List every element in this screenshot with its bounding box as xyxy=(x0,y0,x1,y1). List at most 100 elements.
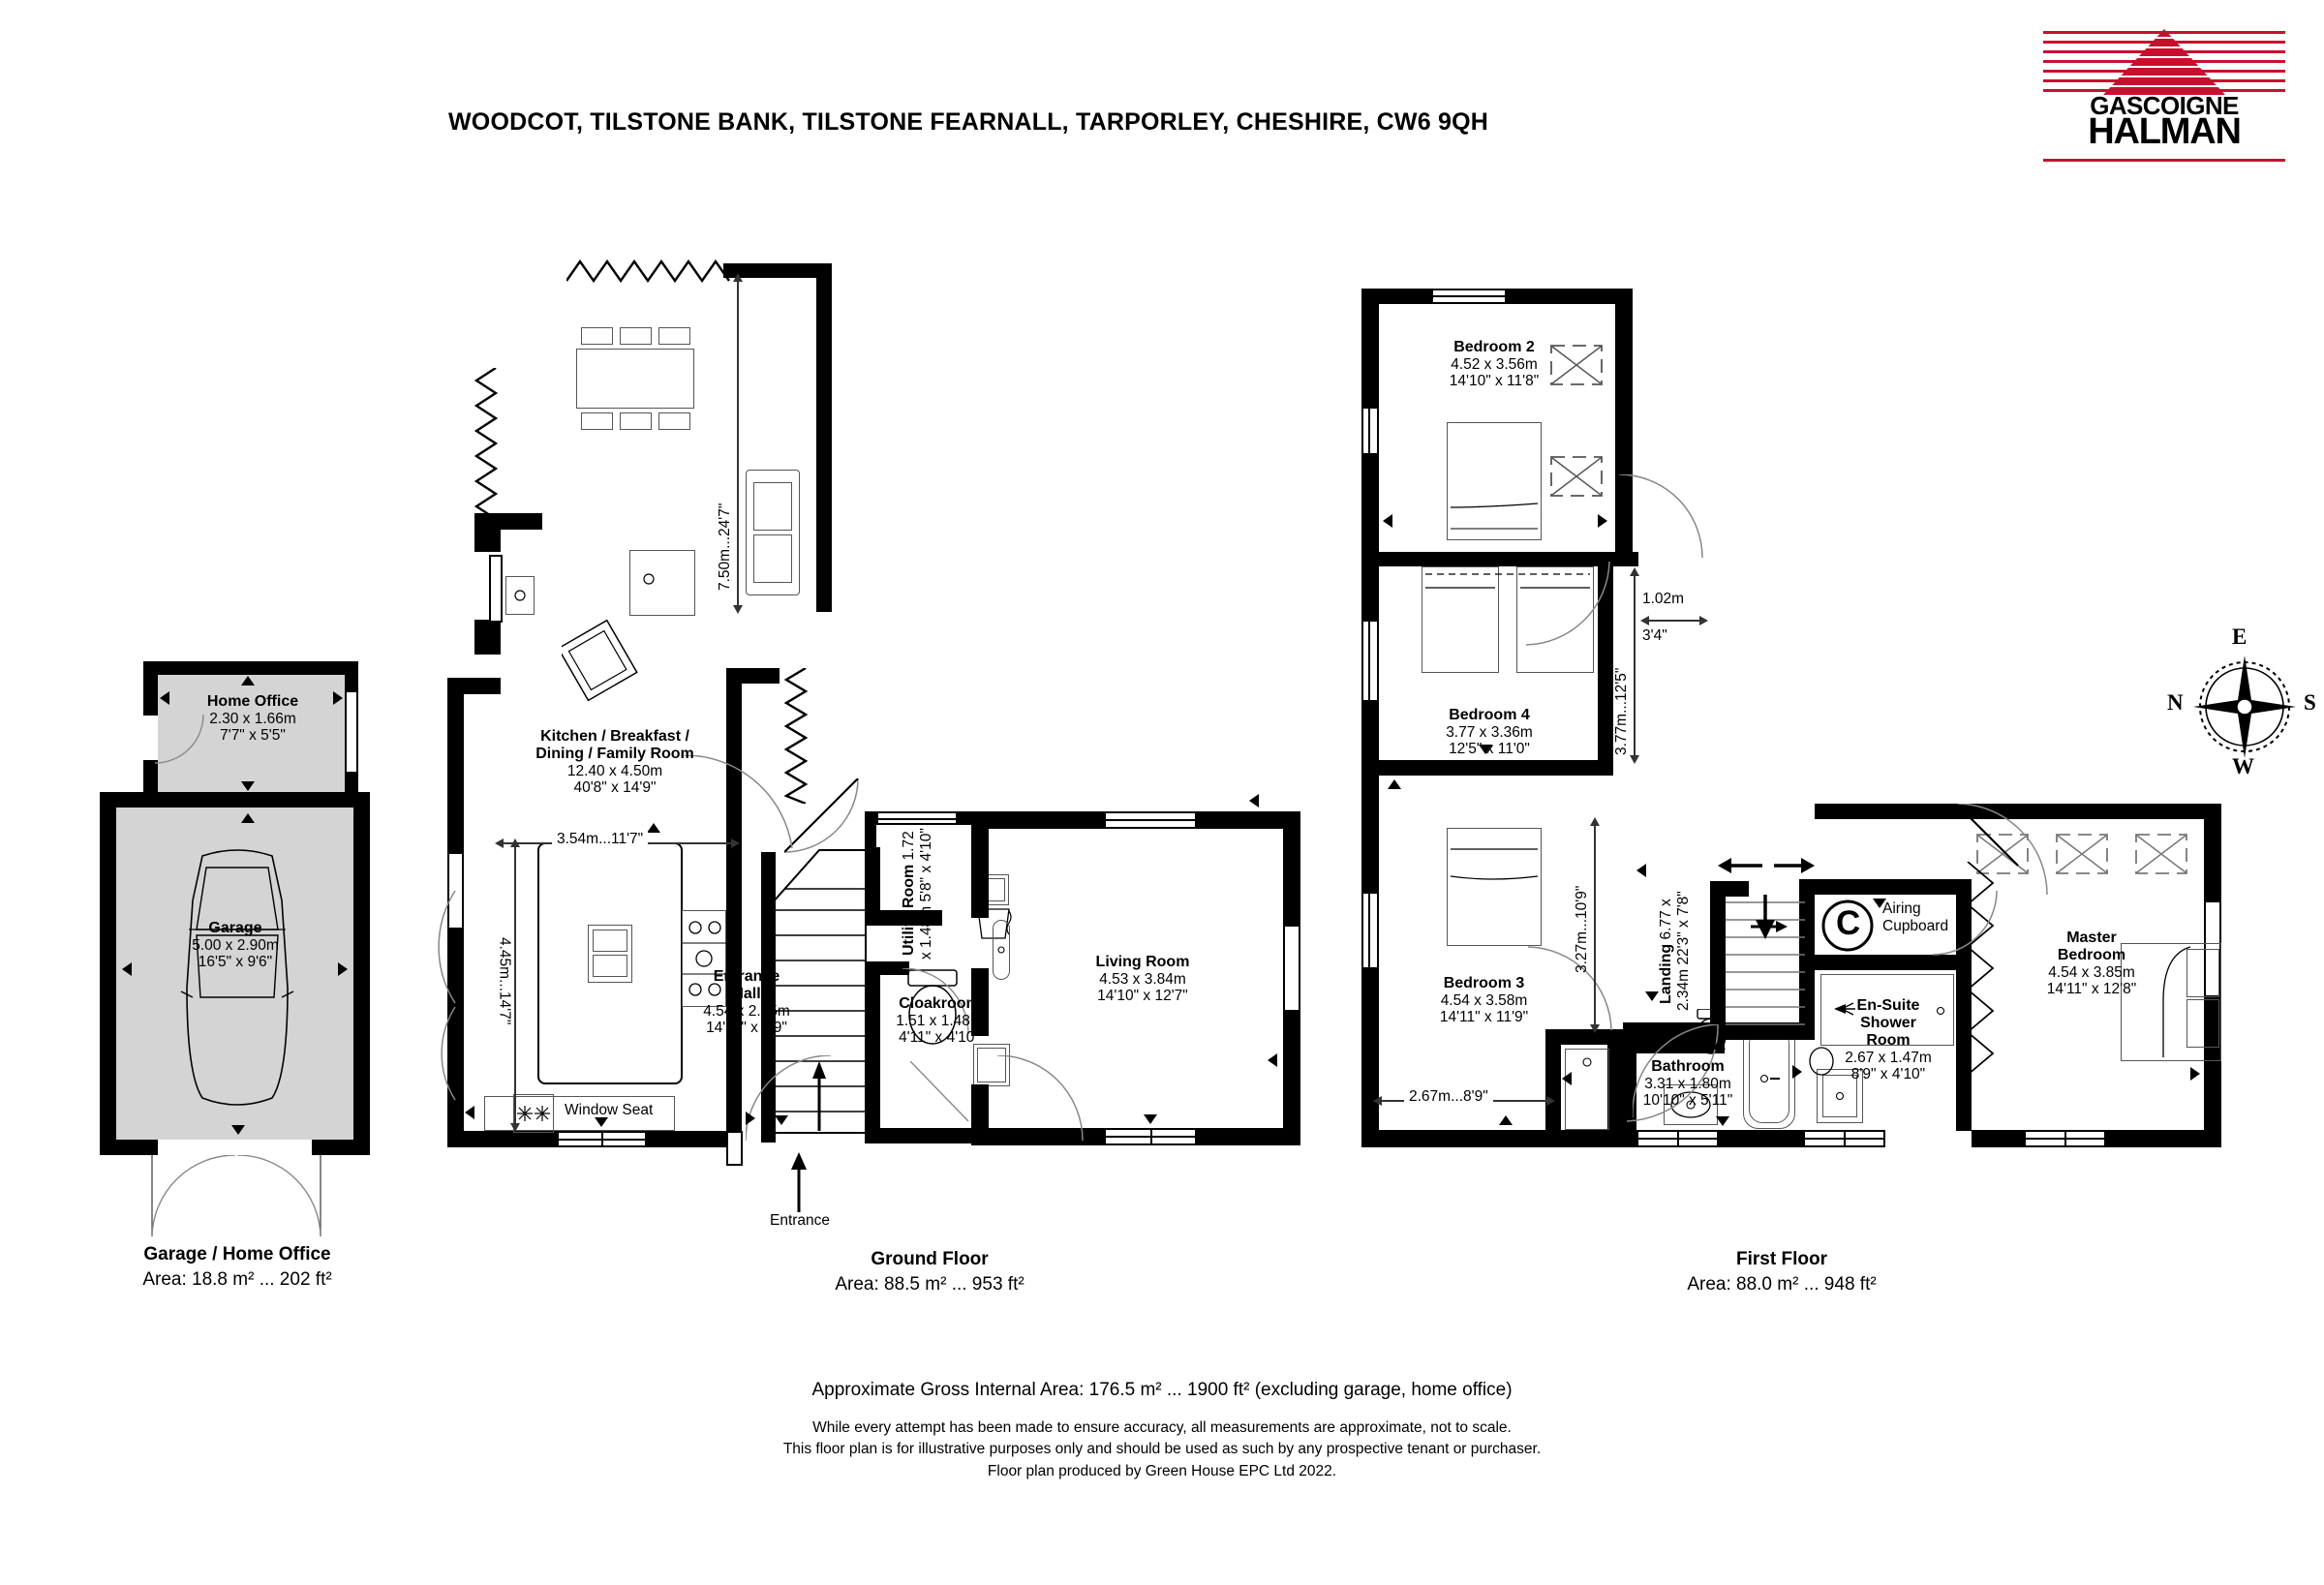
disclaimer-line-3: Floor plan produced by Green House EPC L… xyxy=(987,1462,1337,1479)
wall xyxy=(1815,804,2221,819)
room-imperial: 7'7" x 5'5" xyxy=(220,727,286,745)
sofa-cushion xyxy=(753,482,792,531)
room-label-master-bedroom: Master Bedroom 4.54 x 3.85m 14'11" x 12'… xyxy=(2004,930,2179,998)
room-name: Utility Room xyxy=(901,865,917,957)
bedroom4-bed xyxy=(1422,566,1499,673)
caption-area: Area: 18.8 m² ... 202 ft² xyxy=(142,1268,332,1290)
compass-rose: E N S W xyxy=(2167,625,2317,779)
room-label-bedroom4: Bedroom 4 3.77 x 3.36m 12'5" x 11'0" xyxy=(1402,707,1576,758)
opening-marker xyxy=(1645,991,1659,1001)
door-swing xyxy=(1633,1024,1719,1117)
door-swing xyxy=(1527,946,1612,1031)
wall xyxy=(1545,1130,1623,1147)
compass-label-top: E xyxy=(2232,625,2248,649)
wall xyxy=(1545,1029,1561,1147)
wall xyxy=(100,792,116,1155)
room-name: Bedroom 2 xyxy=(1453,339,1535,355)
toilet-icon xyxy=(907,969,958,1045)
wall xyxy=(1361,1130,1555,1147)
opening-marker xyxy=(1388,779,1401,789)
window-mullion xyxy=(1150,1128,1152,1145)
dimension-line xyxy=(514,844,516,1131)
staircase xyxy=(1726,895,1805,1025)
room-imperial: 40'8" x 14'9" xyxy=(573,779,657,797)
garage-door-swing xyxy=(151,1155,321,1237)
window-mullion xyxy=(1844,1130,1846,1147)
door-swing xyxy=(1956,804,2048,896)
wall xyxy=(726,678,742,1147)
cloakroom-basin xyxy=(973,1044,1010,1086)
room-name: Bathroom xyxy=(1651,1058,1725,1075)
wall xyxy=(1623,1040,1725,1053)
coffee-table-detail xyxy=(643,573,655,585)
cylinder-cupboard xyxy=(1565,1049,1609,1130)
dimension-arrow xyxy=(731,838,740,848)
dimension-arrow xyxy=(1546,1096,1555,1106)
entrance-arrow xyxy=(791,1152,807,1212)
room-label-bathroom: Bathroom 3.31 x 1.80m 10'10" x 5'11" xyxy=(1615,1058,1760,1110)
window xyxy=(489,555,503,623)
armchair xyxy=(562,620,638,702)
page-title: WOODCOT, TILSTONE BANK, TILSTONE FEARNAL… xyxy=(448,108,1488,136)
opening-marker xyxy=(2190,1067,2200,1081)
airing-cupboard-letter: C xyxy=(1836,904,1861,942)
opening-marker xyxy=(241,813,255,823)
radiator-detail xyxy=(997,946,1005,954)
window xyxy=(1361,620,1379,702)
garage-caption: Garage / Home Office Area: 18.8 m² ... 2… xyxy=(87,1242,387,1292)
wall xyxy=(1815,955,1970,970)
wardrobe-icon xyxy=(1550,345,1603,385)
room-label-garage: Garage 5.00 x 2.90m 16'5" x 9'6" xyxy=(143,920,327,971)
room-metric: 4.54 x 3.58m xyxy=(1440,991,1528,1009)
bedroom4-bed xyxy=(1516,566,1594,673)
dimension-arrow xyxy=(1630,567,1639,576)
room-name: Bedroom 3 xyxy=(1443,975,1525,991)
room-imperial: 14'11" x 11'9" xyxy=(1439,1009,1529,1026)
opening-marker xyxy=(1499,1115,1513,1125)
room-imperial: 16'5" x 9'6" xyxy=(198,954,273,971)
window xyxy=(345,690,358,774)
wall xyxy=(865,1128,971,1143)
room-label-bedroom3: Bedroom 3 4.54 x 3.58m 14'11" x 11'9" xyxy=(1394,975,1574,1026)
basin-tap xyxy=(1835,1091,1845,1101)
island-sink-bowl xyxy=(593,930,627,952)
wall xyxy=(489,513,542,530)
room-metric: 4.52 x 3.56m xyxy=(1451,355,1538,373)
wall xyxy=(723,263,832,278)
room-name: Master xyxy=(2066,930,2117,946)
room-name: Landing xyxy=(1658,943,1674,1004)
room-label-cloakroom: Cloakroom 1.51 x 1.48m 4'11" x 4'10" xyxy=(867,995,1012,1047)
footer: Approximate Gross Internal Area: 176.5 m… xyxy=(0,1380,2324,1482)
island-sink-bowl xyxy=(593,955,627,977)
bed-duvet-fold xyxy=(2162,946,2191,1057)
dimension-line xyxy=(1594,823,1596,1031)
room-metric: 1.51 x 1.48m xyxy=(896,1012,983,1029)
bed-duvet-fold xyxy=(1450,848,1539,880)
logo-word-halman: HALMAN xyxy=(2088,111,2242,152)
dining-chair xyxy=(620,327,652,345)
room-name-2: Dining / Family Room xyxy=(535,745,694,762)
airing-cupboard-label-1: Airing xyxy=(1882,900,1921,917)
master-bed-pillow xyxy=(2186,999,2219,1048)
sofa xyxy=(746,470,800,595)
room-label-living-room: Living Room 4.53 x 3.84m 14'10" x 12'7" xyxy=(1055,954,1230,1005)
room-name-2: Hall xyxy=(732,985,761,1002)
wardrobe-icon xyxy=(2135,834,2187,874)
wall xyxy=(474,620,501,655)
room-imperial: 10'10" x 5'11" xyxy=(1642,1092,1733,1110)
brand-logo: GASCOIGNE HALMAN xyxy=(2043,17,2285,162)
zigzag-divider xyxy=(566,259,730,283)
dimension-3-77m: 3.77m...12'5" xyxy=(1613,667,1630,756)
opening-marker xyxy=(1598,514,1607,528)
wardrobe-icon xyxy=(1976,834,2029,874)
room-name: Garage xyxy=(208,920,262,936)
opening-marker xyxy=(241,676,255,686)
sofa-cushion xyxy=(753,534,792,583)
door-swing xyxy=(1933,891,1998,956)
dimension-arrow xyxy=(1640,616,1649,625)
dimension-arrow xyxy=(1699,616,1708,625)
room-imperial: 14'10" x 11'8" xyxy=(1449,373,1540,390)
room-imperial: 14'11" x 7'9" xyxy=(706,1020,787,1037)
room-name-2: Bedroom xyxy=(2057,946,2126,963)
appliance-detail xyxy=(514,590,526,601)
